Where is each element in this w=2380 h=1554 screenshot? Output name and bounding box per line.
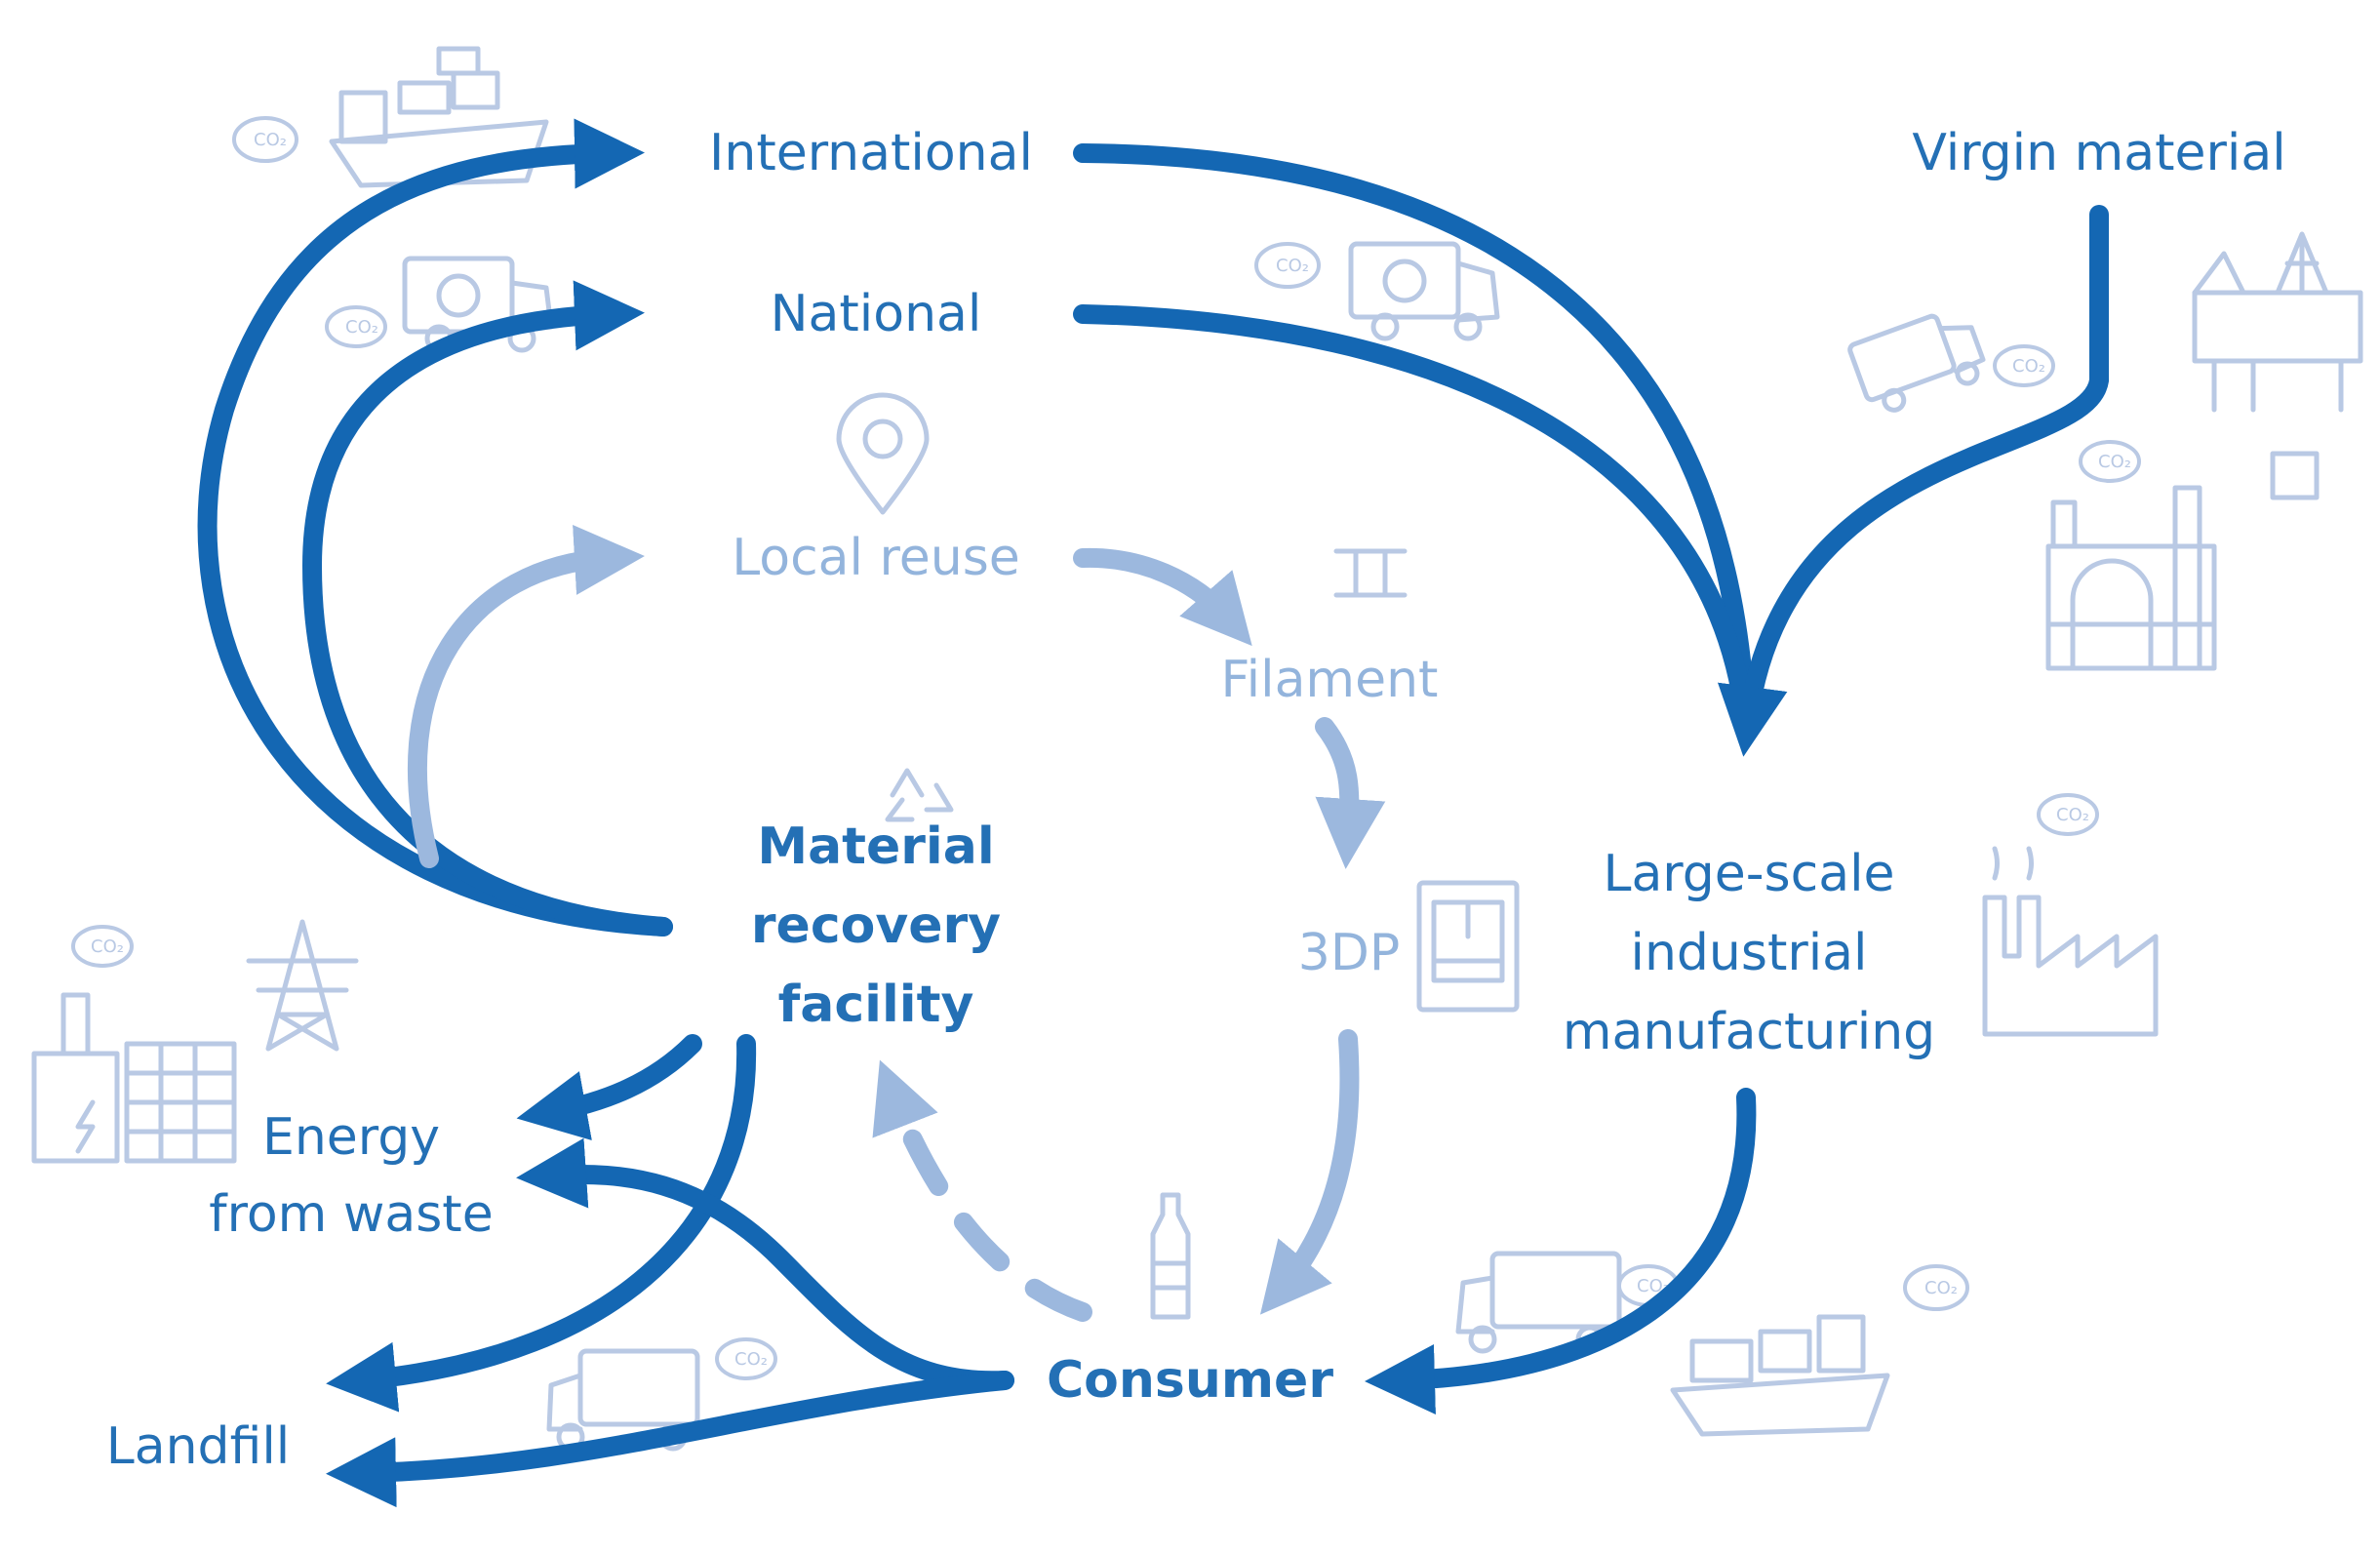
node-mrf-line-3: facility: [778, 976, 974, 1034]
speech-bubble-icon: CO₂: [1254, 242, 1321, 289]
node-local-reuse: Local reuse: [732, 529, 1020, 587]
speech-bubble-icon: CO₂: [2079, 440, 2141, 483]
node-filament: Filament: [1221, 651, 1439, 709]
pylon-icon: [246, 919, 359, 1052]
svg-text:CO₂: CO₂: [91, 936, 124, 957]
ship-icon: [329, 46, 549, 188]
node-efw-line-2: from waste: [209, 1185, 493, 1244]
flow-3dp-to-consumer: [1259, 1029, 1360, 1315]
flow-mrf-to-international: [197, 118, 673, 936]
flow-virgin-to-manufacturing: [1718, 205, 2109, 757]
svg-text:CO₂: CO₂: [345, 317, 378, 338]
factory-icon: [1982, 846, 2159, 1037]
node-virgin-material: Virgin material: [1912, 124, 2285, 182]
speech-bubble-icon: CO₂: [715, 1337, 777, 1380]
svg-text:CO₂: CO₂: [734, 1349, 768, 1370]
node-large-scale-industrial-manufacturing: Large-scale industrial manufacturing: [1563, 845, 1935, 1061]
flow-mrf-to-energy: [516, 1034, 702, 1140]
flow-mrf-to-local-reuse: [407, 525, 645, 868]
container-icon: [2270, 451, 2320, 500]
flow-national-to-manufacturing: [1073, 304, 1756, 737]
flow-consumer-to-energy: [516, 1137, 1014, 1391]
flow-consumer-to-landfill: [326, 1371, 1014, 1508]
node-3dp: 3DP: [1298, 924, 1400, 982]
flow-international-to-manufacturing: [1073, 143, 1756, 737]
flow-mrf-to-national: [301, 280, 673, 936]
spool-icon: [1333, 548, 1408, 598]
speech-bubble-icon: CO₂: [1993, 344, 2055, 387]
truck-icon: [1348, 241, 1500, 341]
node-mrf-line-1: Material: [757, 817, 994, 876]
bottle-icon: [1150, 1192, 1191, 1320]
node-efw-line-1: Energy: [262, 1108, 440, 1167]
node-lsim-line-1: Large-scale: [1603, 845, 1894, 903]
flow-manufacturing-to-consumer: [1365, 1088, 1757, 1415]
flow-mrf-to-landfill: [326, 1034, 757, 1413]
node-national: National: [771, 285, 982, 343]
node-consumer: Consumer: [1047, 1351, 1333, 1410]
speech-bubble-icon: CO₂: [2037, 793, 2099, 836]
speech-bubble-icon: CO₂: [232, 116, 298, 163]
refinery-icon: [2045, 485, 2217, 671]
node-lsim-line-2: industrial: [1631, 924, 1868, 982]
node-lsim-line-3: manufacturing: [1563, 1003, 1935, 1061]
svg-text:CO₂: CO₂: [1924, 1278, 1958, 1298]
node-mrf-line-2: recovery: [751, 897, 1001, 955]
power-plant-icon: [31, 992, 237, 1164]
flow-local-reuse-to-filament: [1073, 547, 1252, 647]
node-landfill: Landfill: [106, 1417, 290, 1476]
svg-text:CO₂: CO₂: [1276, 256, 1309, 276]
svg-text:CO₂: CO₂: [2098, 452, 2131, 472]
node-material-recovery-facility: Material recovery facility: [751, 817, 1001, 1034]
speech-bubble-icon: CO₂: [325, 305, 387, 348]
recycle-icon: [885, 768, 954, 822]
printer-3d-icon: [1416, 880, 1520, 1013]
flow-filament-to-3dp: [1315, 717, 1386, 869]
svg-text:CO₂: CO₂: [254, 130, 287, 150]
flow-consumer-to-mrf: [872, 1059, 1092, 1322]
svg-text:CO₂: CO₂: [2012, 356, 2045, 377]
node-energy-from-waste: Energy from waste: [209, 1108, 493, 1244]
location-pin-icon: [836, 392, 930, 515]
speech-bubble-icon: CO₂: [1903, 1264, 1969, 1311]
ship-icon: [1670, 1314, 1890, 1437]
svg-text:CO₂: CO₂: [2056, 805, 2089, 825]
oil-rig-icon: [2192, 231, 2363, 413]
truck-icon: [1847, 313, 1986, 413]
node-international: International: [709, 124, 1033, 182]
speech-bubble-icon: CO₂: [71, 925, 134, 968]
